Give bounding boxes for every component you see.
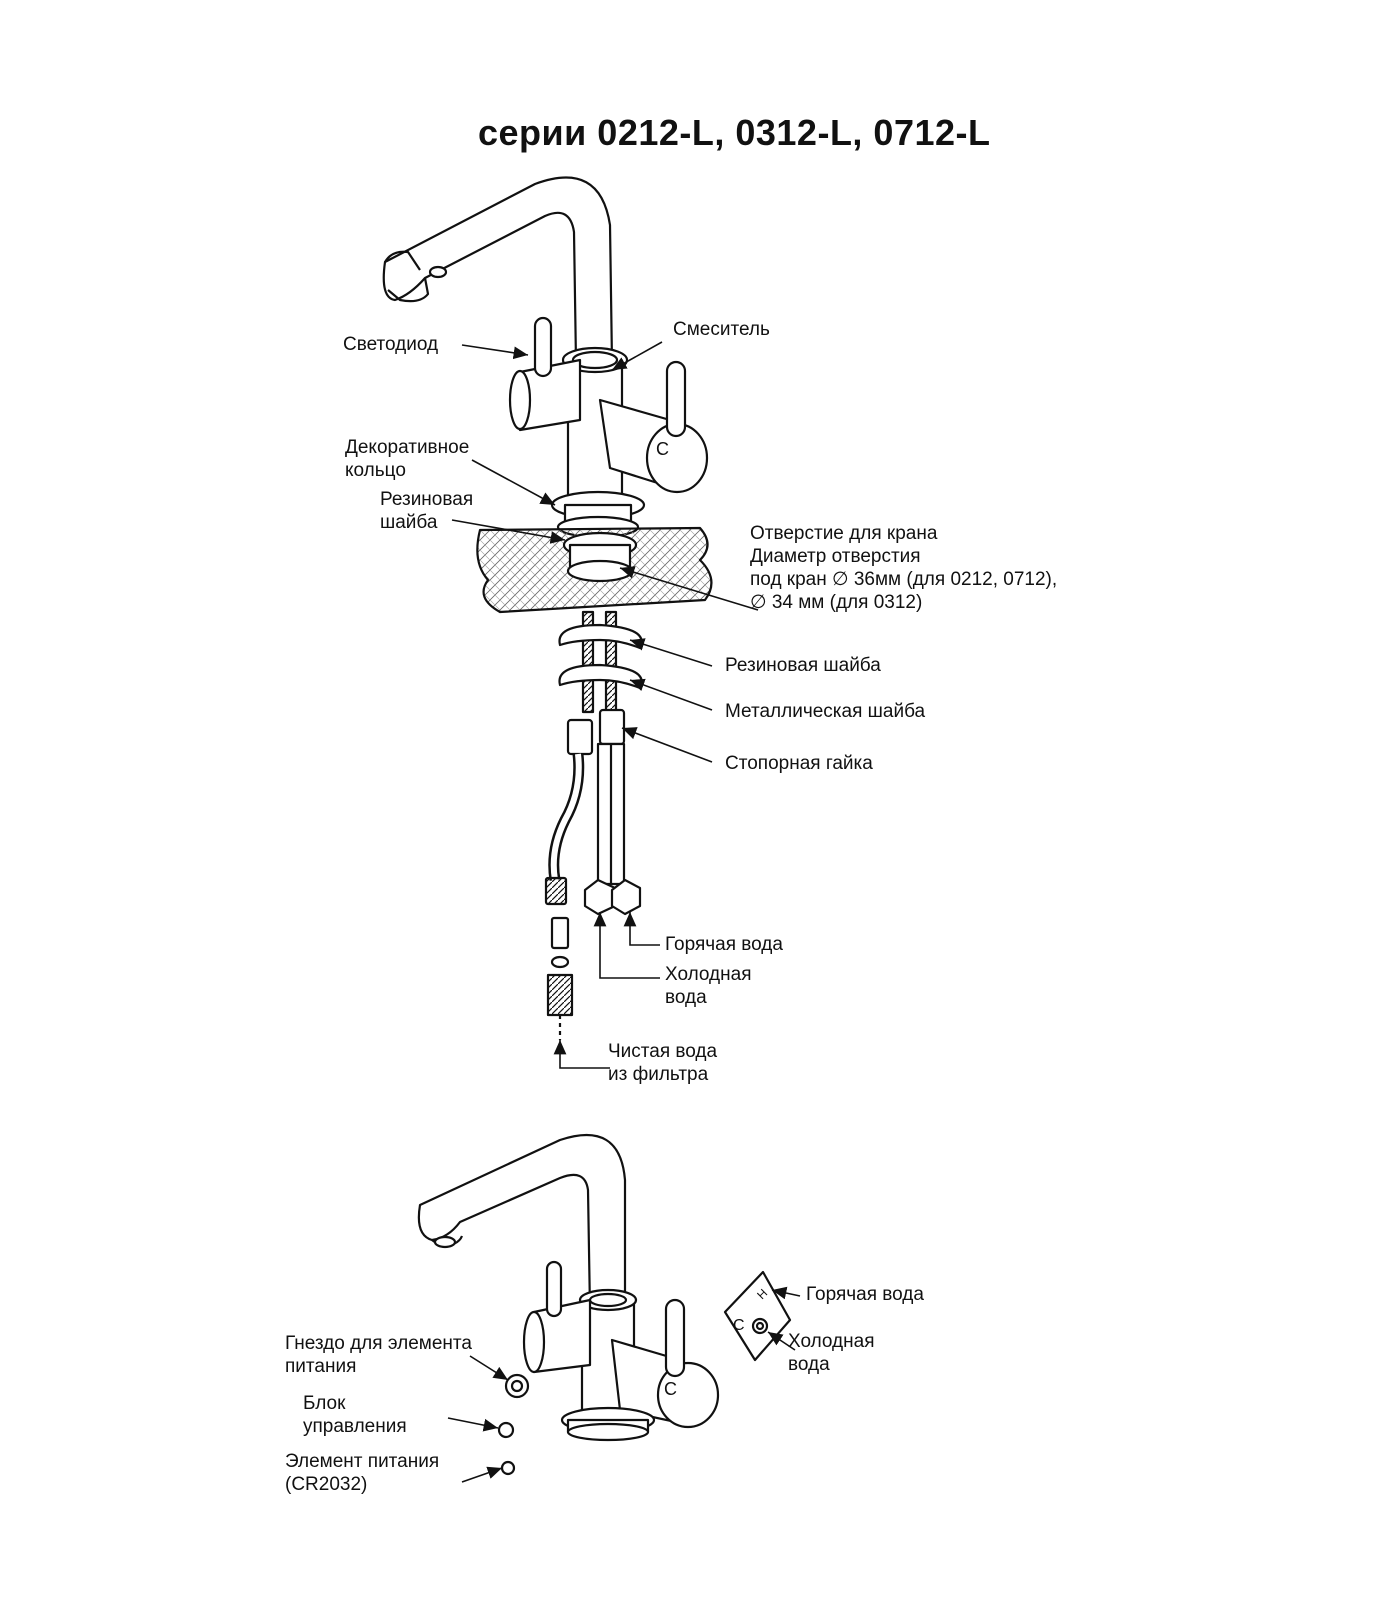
label-deco-ring: Декоративное кольцо <box>345 436 469 482</box>
label-hole-line2: Диаметр отверстия <box>750 546 921 567</box>
label-cold-water-2-line1: Холодная <box>788 1331 875 1352</box>
label-control-unit-line2: управления <box>303 1416 407 1437</box>
top-faucet: C <box>382 176 713 1040</box>
rubber-washer <box>558 623 643 650</box>
cold-mark: C <box>656 439 669 459</box>
metal-washer <box>558 663 643 690</box>
label-deco-ring-line2: кольцо <box>345 460 406 481</box>
cold-mark-2: C <box>664 1379 677 1399</box>
label-battery-socket: Гнездо для элемента питания <box>285 1332 472 1378</box>
label-hot-water-2: Горячая вода <box>806 1284 924 1305</box>
fitting-cold <box>583 878 617 916</box>
label-clean-water-line2: из фильтра <box>608 1064 709 1085</box>
lock-nut-right <box>598 708 626 746</box>
page-title: серии 0212-L, 0312-L, 0712-L <box>478 112 991 153</box>
label-cold-water-2: Холодная вода <box>788 1330 875 1376</box>
label-cold-water: Холодная вода <box>665 963 752 1009</box>
label-rubber-washer-top: Резиновая шайба <box>380 488 473 534</box>
label-hot-water: Горячая вода <box>665 934 783 955</box>
spout-tip <box>387 277 430 303</box>
label-control-unit-line1: Блок <box>303 1393 346 1414</box>
indicator-plate <box>723 1270 792 1362</box>
lock-nut-left <box>566 718 594 756</box>
label-hole-line3: под кран ∅ 36мм (для 0212, 0712), <box>750 569 1058 590</box>
control-unit <box>497 1421 515 1439</box>
label-led: Светодиод <box>343 334 439 355</box>
label-rubber-washer: Резиновая шайба <box>725 655 881 676</box>
label-cold-water-line2: вода <box>665 987 707 1008</box>
spout <box>382 176 614 364</box>
spout-2 <box>417 1133 627 1312</box>
label-rubber-washer-top-line2: шайба <box>380 512 438 533</box>
led-lever <box>533 316 553 378</box>
label-metal-washer: Металлическая шайба <box>725 701 926 722</box>
label-cold-water-2-line2: вода <box>788 1354 830 1375</box>
label-deco-ring-line1: Декоративное <box>345 437 470 458</box>
label-rubber-washer-top-line1: Резиновая <box>380 489 474 510</box>
label-battery-socket-line2: питания <box>285 1356 357 1377</box>
label-clean-water: Чистая вода из фильтра <box>608 1040 717 1086</box>
connector-pin <box>550 916 570 950</box>
label-mixer: Смеситель <box>673 319 770 340</box>
fitting-hot <box>610 878 642 916</box>
label-clean-water-line1: Чистая вода <box>608 1041 718 1062</box>
label-cold-water-line1: Холодная <box>665 964 752 985</box>
label-hole-line1: Отверстие для крана <box>750 523 938 544</box>
label-battery-line2: (CR2032) <box>285 1474 368 1495</box>
label-control-unit: Блок управления <box>303 1392 407 1438</box>
label-hole-line4: ∅ 34 мм (для 0312) <box>750 592 923 613</box>
label-lock-nut: Стопорная гайка <box>725 753 873 774</box>
right-lever <box>665 360 687 438</box>
label-battery: Элемент питания (CR2032) <box>285 1450 439 1496</box>
label-battery-socket-line1: Гнездо для элемента <box>285 1333 472 1354</box>
label-hole: Отверстие для крана Диаметр отверстия по… <box>750 522 1057 614</box>
battery-cell <box>500 1460 516 1476</box>
label-battery-line1: Элемент питания <box>285 1451 440 1472</box>
bottom-faucet: C H C <box>417 1133 792 1476</box>
connector-body <box>546 973 574 1017</box>
cold-mark-3: C <box>733 1317 745 1334</box>
connector-ring <box>550 955 570 969</box>
